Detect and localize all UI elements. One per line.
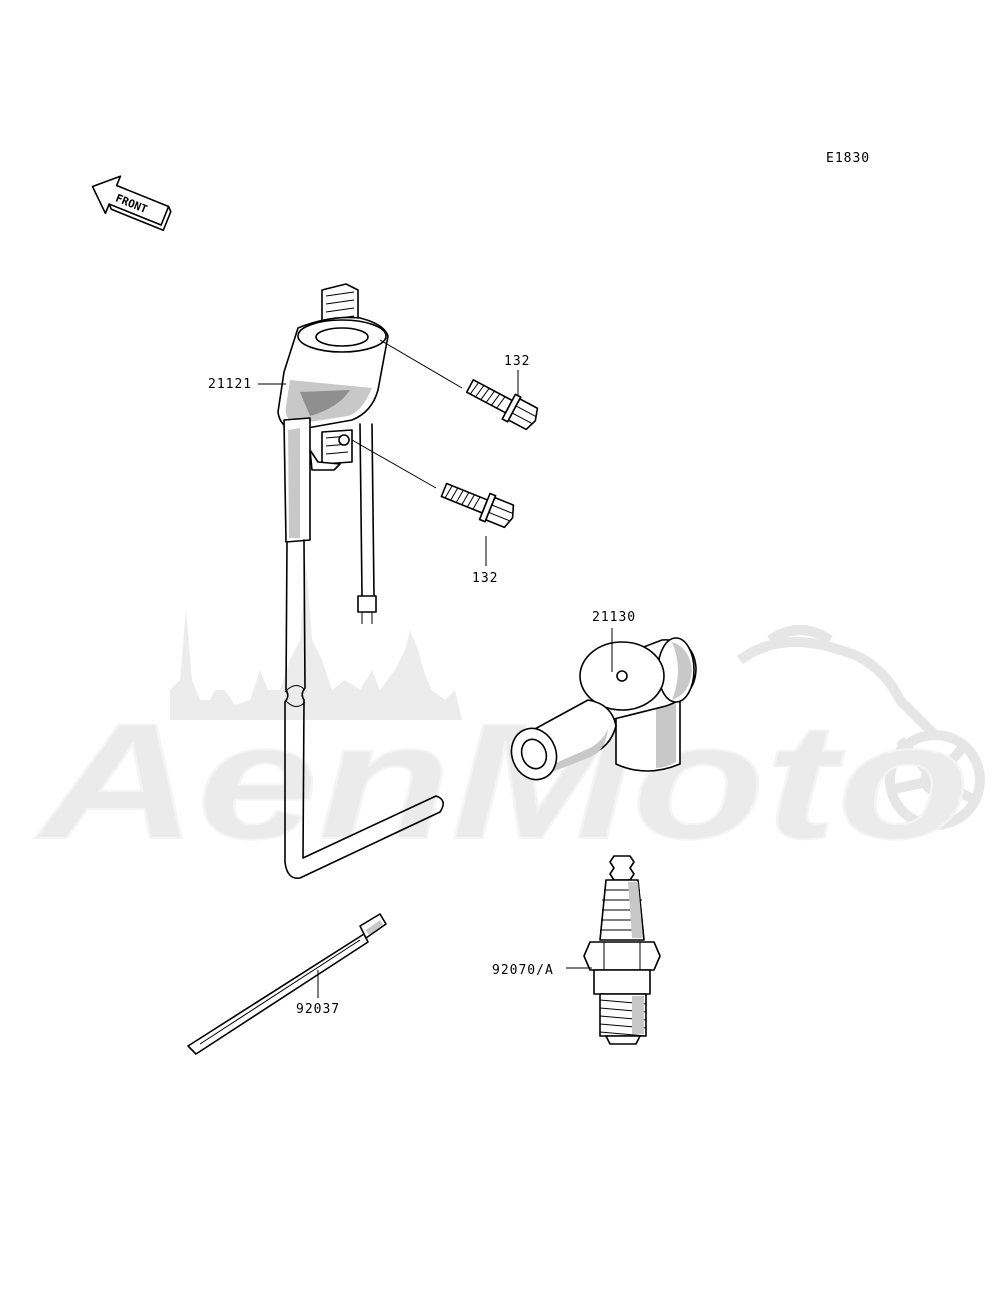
front-arrow-icon: FRONT	[91, 175, 172, 232]
clamp	[187, 913, 387, 1055]
spark-plug-cap	[510, 637, 697, 781]
label-spark-plug: 92070/A	[492, 963, 554, 978]
label-bolt-lower: 132	[472, 571, 498, 586]
label-spark-plug-cap: 21130	[592, 610, 636, 625]
leader-bolt-upper-to-coil	[379, 339, 463, 389]
bolt-upper	[465, 379, 539, 431]
watermark-skyline	[170, 560, 462, 720]
label-ignition-coil: 21121	[208, 377, 252, 392]
ignition-coil	[277, 283, 444, 879]
watermark: AenMoto	[34, 560, 985, 874]
label-bolt-upper: 132	[504, 354, 530, 369]
leader-bolt-lower-to-coil	[351, 439, 437, 489]
label-clamp: 92037	[296, 1002, 340, 1017]
bolt-lower	[440, 482, 515, 529]
watermark-motorcycle	[737, 625, 985, 830]
diagram-code: E1830	[826, 151, 870, 166]
spark-plug	[583, 855, 661, 1045]
watermark-text: AenMoto	[35, 689, 970, 873]
